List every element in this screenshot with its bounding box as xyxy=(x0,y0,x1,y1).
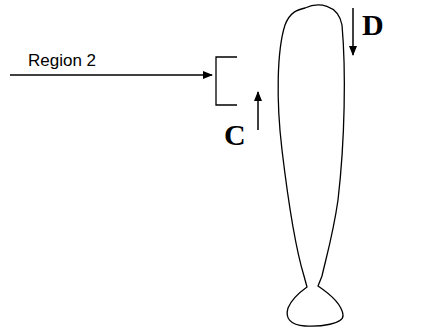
arrow-letter: C xyxy=(224,120,246,150)
direction-arrow-down xyxy=(352,8,354,55)
region-label: Region 2 xyxy=(28,52,96,69)
chromosome-outline xyxy=(278,5,344,326)
arrow-letter: D xyxy=(362,10,384,40)
region-bracket xyxy=(216,57,237,105)
direction-arrow-up xyxy=(257,92,259,130)
pointer-arrow xyxy=(10,74,212,76)
